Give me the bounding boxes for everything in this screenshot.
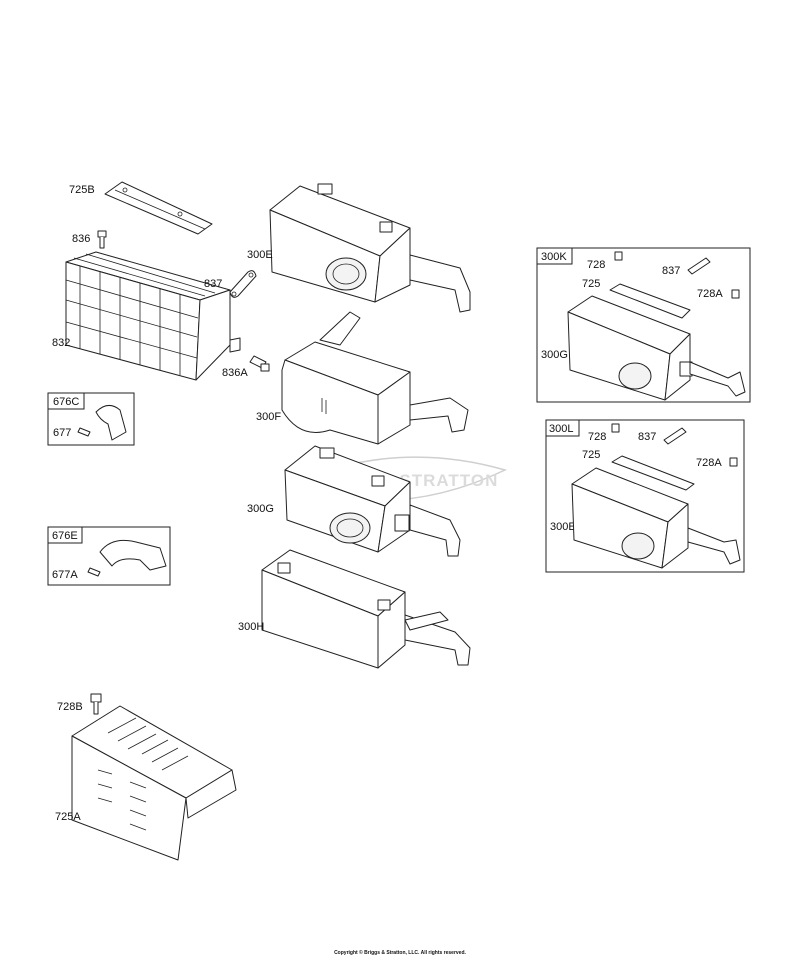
- kit-300K-box: 300K 728 837 725 728A 300G: [536, 247, 751, 403]
- part-836A-screw[interactable]: [249, 355, 270, 372]
- label-300E: 300E: [247, 249, 273, 261]
- part-300H-muffler[interactable]: [261, 549, 471, 669]
- kit-300L-label-728: 728: [588, 431, 606, 443]
- kit-300K-label-725: 725: [582, 278, 600, 290]
- part-676E-elbow[interactable]: [99, 539, 167, 571]
- part-725B-bracket[interactable]: [104, 181, 213, 235]
- kit-300L-title: 300L: [549, 423, 573, 435]
- part-837-link[interactable]: [229, 270, 257, 298]
- kit-300K-link-837[interactable]: [687, 257, 711, 275]
- kit-676C-title: 676C: [53, 396, 79, 408]
- kit-300L-label-725: 725: [582, 449, 600, 461]
- part-728B-screw[interactable]: [90, 693, 102, 715]
- kit-300L-screw-728A[interactable]: [729, 457, 738, 467]
- label-300H: 300H: [238, 621, 264, 633]
- kit-676C-box: 676C 677: [47, 392, 135, 446]
- label-677A: 677A: [52, 569, 78, 581]
- label-836A: 836A: [222, 367, 248, 379]
- part-300E-muffler[interactable]: [269, 183, 471, 313]
- kit-300L-muffler-300E[interactable]: [571, 467, 741, 569]
- label-728B: 728B: [57, 701, 83, 713]
- kit-300K-muffler-300G[interactable]: [567, 295, 746, 401]
- kit-300L-box: 300L 728 837 725 728A 300E: [545, 419, 745, 573]
- kit-300L-bracket-725[interactable]: [611, 455, 695, 491]
- kit-300K-bracket-725[interactable]: [609, 283, 691, 319]
- label-725B: 725B: [69, 184, 95, 196]
- part-836-screw[interactable]: [97, 230, 107, 249]
- label-832: 832: [52, 337, 70, 349]
- label-300F: 300F: [256, 411, 281, 423]
- kit-300K-title: 300K: [541, 251, 567, 263]
- part-677A-screw[interactable]: [87, 567, 101, 577]
- part-300G-muffler[interactable]: [284, 445, 461, 557]
- kit-300K-label-728: 728: [587, 259, 605, 271]
- label-300G: 300G: [247, 503, 274, 515]
- kit-300K-screw-728A[interactable]: [731, 289, 740, 299]
- kit-676E-title: 676E: [52, 530, 78, 542]
- label-837: 837: [204, 278, 222, 290]
- kit-300K-label-300G: 300G: [541, 349, 568, 361]
- part-300F-muffler[interactable]: [281, 311, 469, 445]
- kit-300L-screw-728[interactable]: [611, 423, 620, 433]
- label-725A: 725A: [55, 811, 81, 823]
- kit-300K-label-837: 837: [662, 265, 680, 277]
- kit-676E-box: 676E 677A: [47, 526, 171, 586]
- label-677: 677: [53, 427, 71, 439]
- part-832-screen[interactable]: [65, 251, 241, 381]
- kit-300L-label-300E: 300E: [550, 521, 576, 533]
- kit-300K-screw-728[interactable]: [614, 251, 623, 261]
- kit-300L-link-837[interactable]: [663, 427, 687, 445]
- part-677-screw[interactable]: [77, 427, 91, 437]
- kit-300K-label-728A: 728A: [697, 288, 723, 300]
- kit-300L-label-728A: 728A: [696, 457, 722, 469]
- copyright-footer: Copyright © Briggs & Stratton, LLC. All …: [334, 950, 466, 956]
- label-836: 836: [72, 233, 90, 245]
- part-676C-elbow[interactable]: [95, 405, 127, 441]
- part-725A-heat-shield[interactable]: [71, 705, 237, 861]
- kit-300L-label-837: 837: [638, 431, 656, 443]
